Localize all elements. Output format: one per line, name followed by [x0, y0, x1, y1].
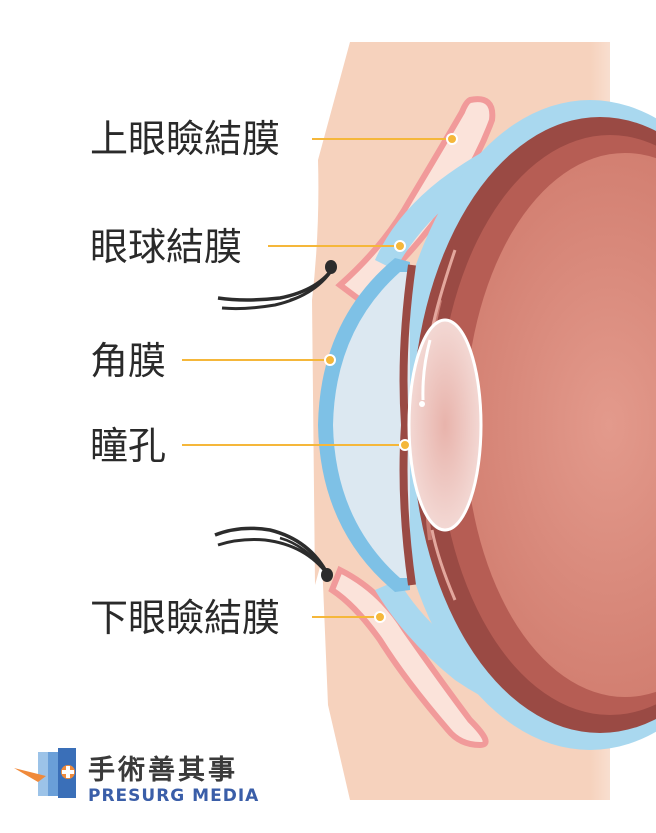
- label-pupil: 瞳孔: [90, 424, 166, 468]
- cornea-shape: [318, 258, 416, 592]
- leader-lines: [182, 133, 458, 623]
- lower-eyelash: [214, 526, 333, 582]
- upper-eyelash: [217, 260, 337, 311]
- label-cornea: 角膜: [90, 339, 166, 383]
- label-lower-eyelid-conjunctiva: 下眼瞼結膜: [90, 596, 280, 640]
- label-bulbar-conjunctiva: 眼球結膜: [90, 225, 242, 269]
- brand-logo-icon: [14, 748, 76, 798]
- brand-name-en: PRESURG MEDIA: [88, 786, 259, 806]
- eyelid-margin: [328, 96, 496, 749]
- brand-name-cn: 手術善其事: [88, 754, 238, 786]
- eyeball: [390, 100, 656, 750]
- lens: [407, 318, 483, 532]
- label-upper-eyelid-conjunctiva: 上眼瞼結膜: [90, 117, 280, 161]
- brand-logo: 手術善其事 PRESURG MEDIA: [14, 748, 259, 806]
